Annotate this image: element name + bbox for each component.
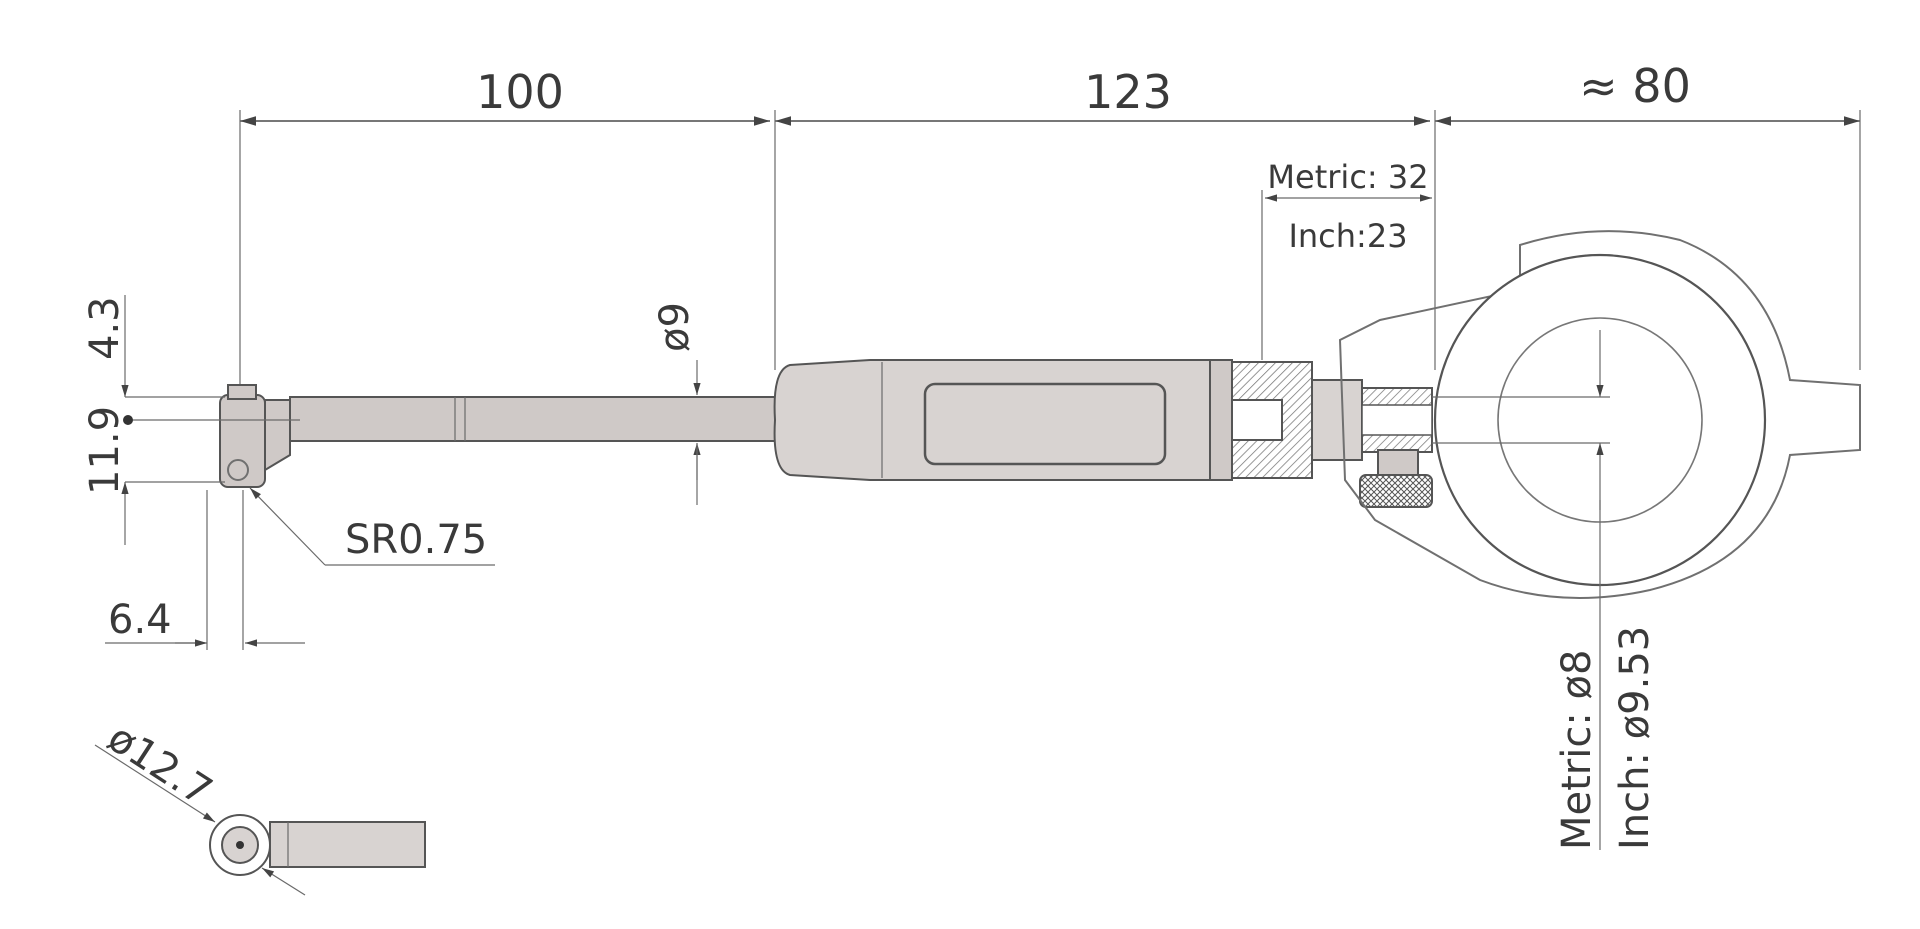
phi9-label: ø9 (652, 302, 698, 352)
dim-64-group: 6.4 (105, 490, 305, 650)
inch-phi953-label: Inch: ø9.53 (1612, 626, 1658, 850)
dim-100-label: 100 (476, 65, 564, 119)
handle-window (923, 382, 1167, 466)
dial-indicator: Metric: ø8 Inch: ø9.53 (1338, 230, 1861, 850)
dim-phi9: ø9 (652, 302, 701, 505)
center-dot (123, 415, 133, 425)
clamp-screw-stem (1377, 449, 1419, 476)
sr075-label: SR0.75 (345, 517, 487, 563)
dim-43-label: 4.3 (82, 296, 128, 360)
probe-neck (264, 399, 291, 472)
grip-handle (773, 359, 1222, 481)
dial-bezel-outline (1338, 230, 1861, 599)
dim-line (261, 867, 306, 896)
clamp-bore (1361, 404, 1433, 436)
phi127-label: ø12.7 (100, 715, 220, 815)
dim-119-label: 11.9 (82, 406, 128, 495)
dim-80-label: ≈ 80 (1579, 59, 1691, 113)
metric-phi8-label: Metric: ø8 (1554, 650, 1600, 850)
end-view-center (236, 841, 244, 849)
sr-callout: SR0.75 (249, 487, 495, 566)
end-view: ø12.7 (94, 715, 426, 896)
dim-123-label: 123 (1084, 65, 1172, 119)
inch-23-label: Inch:23 (1288, 217, 1407, 255)
clamp-screw-knurl (1359, 474, 1433, 508)
probe-head-body (219, 394, 266, 488)
dim-line (94, 744, 216, 823)
rod-body (289, 396, 776, 442)
left-dimensions: 4.3 11.9 (82, 295, 300, 545)
top-dimension-group: 100 123 ≈ 80 Metric: 32 Inch:23 (239, 59, 1861, 400)
end-view-rod (269, 821, 426, 868)
collar-bore (1231, 399, 1283, 441)
stem (1311, 379, 1363, 461)
dim-64-label: 6.4 (108, 597, 172, 643)
metric-32-label: Metric: 32 (1267, 158, 1428, 196)
handle-body (773, 359, 1222, 481)
leader-line (249, 487, 326, 566)
extension-rod (289, 396, 776, 442)
collar-ring (1209, 359, 1233, 481)
contact-point (227, 384, 257, 400)
contact-ball (227, 459, 249, 481)
probe-head (219, 384, 291, 488)
collar-section (1209, 359, 1433, 508)
